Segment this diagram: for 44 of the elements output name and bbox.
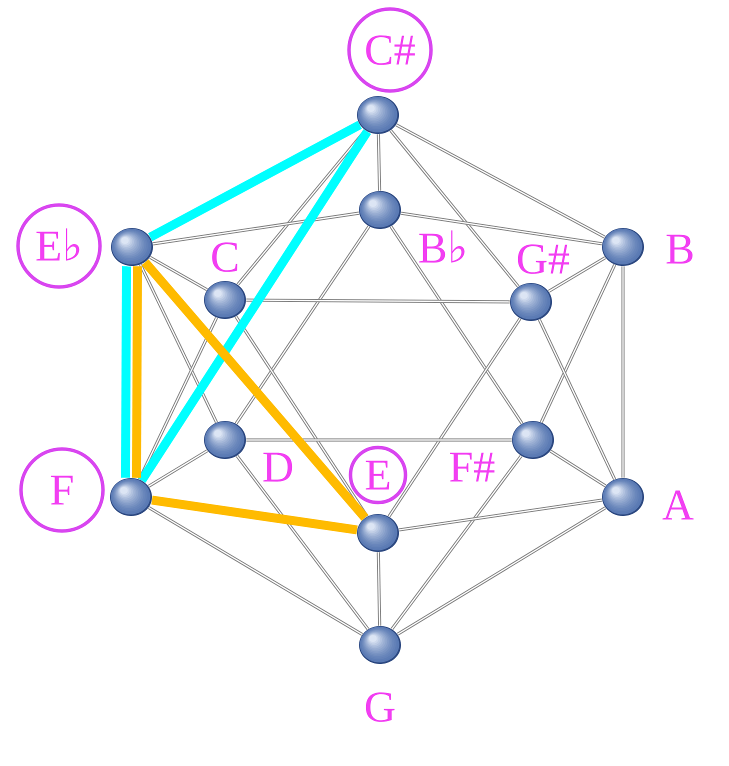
edge-line [148, 506, 364, 636]
edge-line [395, 123, 606, 239]
edge-line [389, 129, 520, 288]
edge-line [236, 454, 370, 630]
note-label: C [212, 242, 238, 272]
circled-note-label: E [348, 446, 408, 504]
note-label: A [662, 490, 694, 520]
edge-line [246, 298, 510, 304]
highlight-line [138, 129, 372, 483]
edge-line [550, 450, 606, 488]
edge-line [548, 256, 606, 293]
highlight-line [132, 266, 142, 478]
note-label: B♭ [419, 230, 465, 263]
edge-line [234, 226, 370, 424]
edge-line [138, 316, 218, 480]
edge-line [621, 266, 625, 478]
edge-line [538, 318, 616, 480]
edge-line [148, 449, 208, 488]
edge-line [390, 454, 522, 630]
note-label: G [366, 692, 394, 722]
edge-line [234, 316, 368, 518]
edge-line [400, 212, 602, 246]
note-label: B [666, 234, 693, 264]
edge-line [398, 498, 602, 532]
circled-note-label: E♭ [16, 203, 102, 289]
edge-line [540, 264, 616, 423]
highlight-line [151, 496, 358, 534]
note-label: G# [518, 244, 570, 274]
circled-note-label: C# [347, 7, 433, 93]
highlight-line [148, 120, 362, 242]
edge-line [396, 506, 606, 636]
edge-line [376, 134, 382, 191]
edge-line [149, 256, 208, 292]
edge-line [388, 318, 522, 518]
edge-line [376, 552, 382, 626]
highlight-line [121, 266, 131, 478]
edge-line [152, 212, 360, 246]
note-label: D [263, 452, 292, 482]
edge-line [390, 226, 524, 424]
note-label: F# [450, 452, 494, 482]
highlight-line [142, 259, 368, 521]
edge-line [139, 264, 218, 424]
circled-note-label: F [19, 447, 105, 533]
edge-line [246, 438, 512, 442]
